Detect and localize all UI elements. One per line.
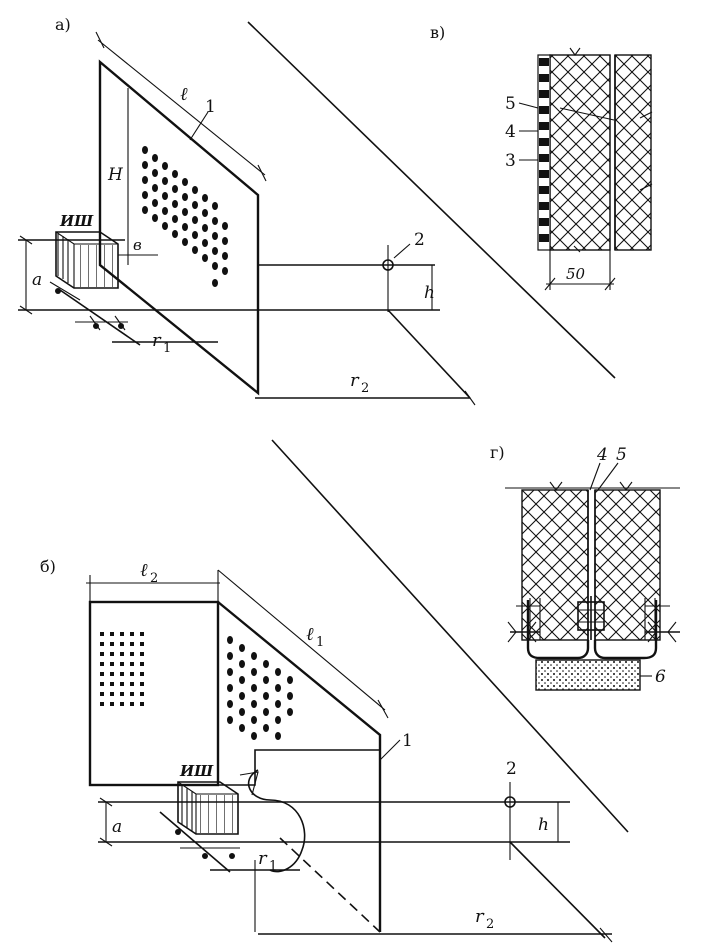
panel-a-label-ish: ИШ xyxy=(59,212,94,230)
panel-v-hatched-layer xyxy=(549,54,611,251)
panel-v-label-5: 5 xyxy=(505,94,516,114)
panel-b-label-r2: r xyxy=(475,906,485,927)
panel-a-wall-outline xyxy=(98,59,260,396)
panel-b-source-box xyxy=(177,781,239,835)
panel-b-label-r1-sub: 1 xyxy=(269,859,277,874)
panel-b-boundary-diagonal xyxy=(271,439,629,833)
panel-g-label-4: 4 xyxy=(596,445,608,465)
panel-g: г) xyxy=(490,443,680,691)
panel-a-perforation xyxy=(142,146,228,287)
panel-a-label-r1: r xyxy=(152,330,162,351)
panel-a-label-h: h xyxy=(424,283,435,303)
panel-v-label-4: 4 xyxy=(505,122,516,142)
panel-a-dim-l xyxy=(97,39,266,176)
panel-v: в) 5 4 3 50 xyxy=(430,23,653,291)
panel-b-perforation-right xyxy=(227,636,293,740)
panel-b: б) xyxy=(40,439,629,943)
panel-v-label-3: 3 xyxy=(505,151,516,171)
panel-a-label-r2-sub: 2 xyxy=(361,381,369,396)
panel-v-perforated-sheet xyxy=(539,58,549,242)
panel-b-perforation-left xyxy=(100,632,144,706)
panel-a-label-r2: r xyxy=(350,370,360,391)
panel-b-label-a: a xyxy=(112,817,122,837)
panel-g-fasteners xyxy=(507,596,680,643)
panel-b-label-r1: r xyxy=(258,848,268,869)
panel-g-label-5: 5 xyxy=(616,445,627,465)
panel-v-label-dim: 50 xyxy=(566,265,586,283)
panel-b-caption: б) xyxy=(40,557,56,576)
panel-v-outer-layer xyxy=(614,54,652,251)
panel-a-label-r1-sub: 1 xyxy=(163,341,171,356)
panel-b-right-wall xyxy=(217,601,382,932)
panel-b-label-l1-sub: 1 xyxy=(316,635,324,650)
panel-a-label-a: a xyxy=(32,270,42,290)
panel-b-label-l1: ℓ xyxy=(306,624,314,645)
panel-g-hatched-left xyxy=(521,489,589,641)
panel-v-caption: в) xyxy=(430,23,445,42)
panel-b-label-2: 2 xyxy=(506,759,517,779)
panel-g-label-6: 6 xyxy=(655,667,666,687)
panel-b-dim-l1 xyxy=(217,569,386,711)
panel-b-label-1: 1 xyxy=(402,731,413,751)
panel-b-label-l2: ℓ xyxy=(140,560,148,581)
panel-a-boundary-diagonal xyxy=(247,21,616,379)
panel-b-label-l2-sub: 2 xyxy=(150,571,158,586)
panel-g-channel xyxy=(526,600,658,660)
panel-a-label-H: H xyxy=(107,165,124,185)
panel-a: а) xyxy=(18,15,616,406)
panel-a-label-b: в xyxy=(133,236,142,254)
panel-b-label-h: h xyxy=(538,815,549,835)
panel-a-label-2: 2 xyxy=(414,230,425,250)
panel-b-label-ish: ИШ xyxy=(179,762,214,780)
panel-a-source-box xyxy=(55,231,119,289)
panel-b-cutaway xyxy=(247,769,306,873)
panel-b-label-r2-sub: 2 xyxy=(486,917,494,932)
panel-g-hatched-right xyxy=(594,489,661,641)
panel-a-label-l: ℓ xyxy=(180,84,188,105)
panel-g-base-layer xyxy=(535,659,641,691)
panel-g-caption: г) xyxy=(490,443,505,462)
panel-b-left-wall xyxy=(88,600,220,787)
panel-a-caption: а) xyxy=(55,15,71,34)
panel-a-label-1: 1 xyxy=(205,97,216,117)
